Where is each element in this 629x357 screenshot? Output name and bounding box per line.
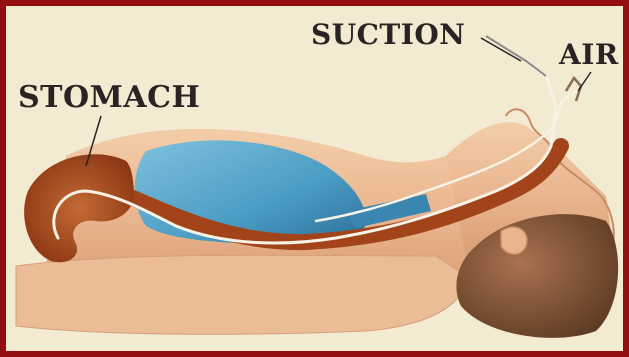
ear-shape [501, 227, 527, 254]
stomach-label: STOMACH [18, 80, 200, 115]
arm-shape [16, 255, 466, 334]
air-pointer [578, 72, 591, 91]
suction-tube-end [486, 36, 546, 76]
air-label: AIR [559, 38, 619, 71]
suction-pointer [481, 38, 521, 61]
gastric-tube-illustration [6, 6, 623, 351]
suction-label: SUCTION [311, 18, 465, 51]
